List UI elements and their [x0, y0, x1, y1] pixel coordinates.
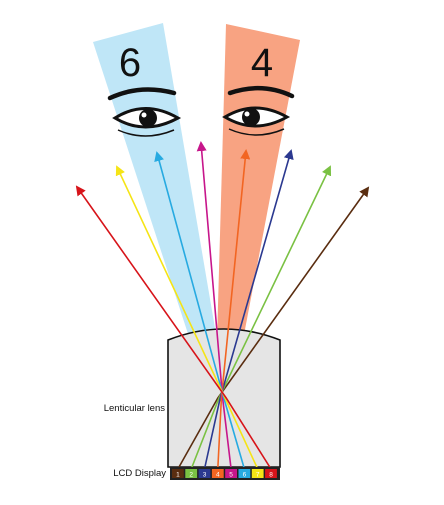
lcd-pixel-7	[251, 469, 264, 478]
lcd-pixel-1	[172, 469, 184, 478]
light-ray-4	[217, 149, 251, 470]
light-rays	[75, 141, 370, 470]
light-ray-2	[190, 165, 332, 470]
right-eye-highlight	[244, 111, 250, 117]
lcd-pixel-5-number: 5	[229, 472, 233, 479]
light-ray-5	[196, 141, 232, 470]
lcd-display-label: LCD Display	[113, 468, 166, 479]
lcd-pixel-3	[198, 469, 211, 478]
lcd-pixel-5	[225, 469, 237, 478]
right-view-beam	[217, 24, 300, 340]
lcd-pixel-4-number: 4	[216, 472, 220, 479]
left-eye	[107, 87, 182, 137]
right-eye	[222, 85, 295, 136]
left-eye-highlight	[141, 112, 147, 118]
lcd-pixels: 1 2 3 4 5 6 7 8	[172, 469, 277, 479]
left-view-beam	[93, 23, 217, 340]
light-ray-1	[177, 186, 370, 470]
left-eye-lower-lid	[117, 129, 175, 137]
light-ray-6	[154, 151, 246, 470]
lcd-pixel-8-number: 8	[269, 472, 273, 479]
left-view-number: 6	[119, 41, 141, 85]
right-view-number: 4	[251, 41, 273, 85]
right-eye-lower-lid	[228, 128, 285, 136]
light-ray-7	[115, 165, 259, 470]
lcd-pixel-1-number: 1	[176, 472, 180, 479]
right-eye-pupil	[242, 108, 260, 126]
light-ray-3	[203, 149, 294, 470]
lcd-pixel-2	[185, 469, 198, 478]
lcd-pixel-2-number: 2	[189, 472, 193, 479]
light-ray-8	[75, 185, 272, 470]
lenticular-lens-label: Lenticular lens	[104, 403, 166, 414]
lcd-pixel-4	[211, 469, 224, 478]
lcd-pixel-6-number: 6	[243, 472, 247, 479]
left-eye-pupil	[139, 109, 157, 127]
left-eyebrow	[107, 87, 177, 101]
lcd-pixel-6	[238, 469, 251, 478]
lcd-pixel-3-number: 3	[203, 472, 207, 479]
lcd-pixel-8	[265, 469, 277, 478]
right-eyebrow	[227, 85, 295, 99]
lcd-pixel-7-number: 7	[256, 472, 260, 479]
